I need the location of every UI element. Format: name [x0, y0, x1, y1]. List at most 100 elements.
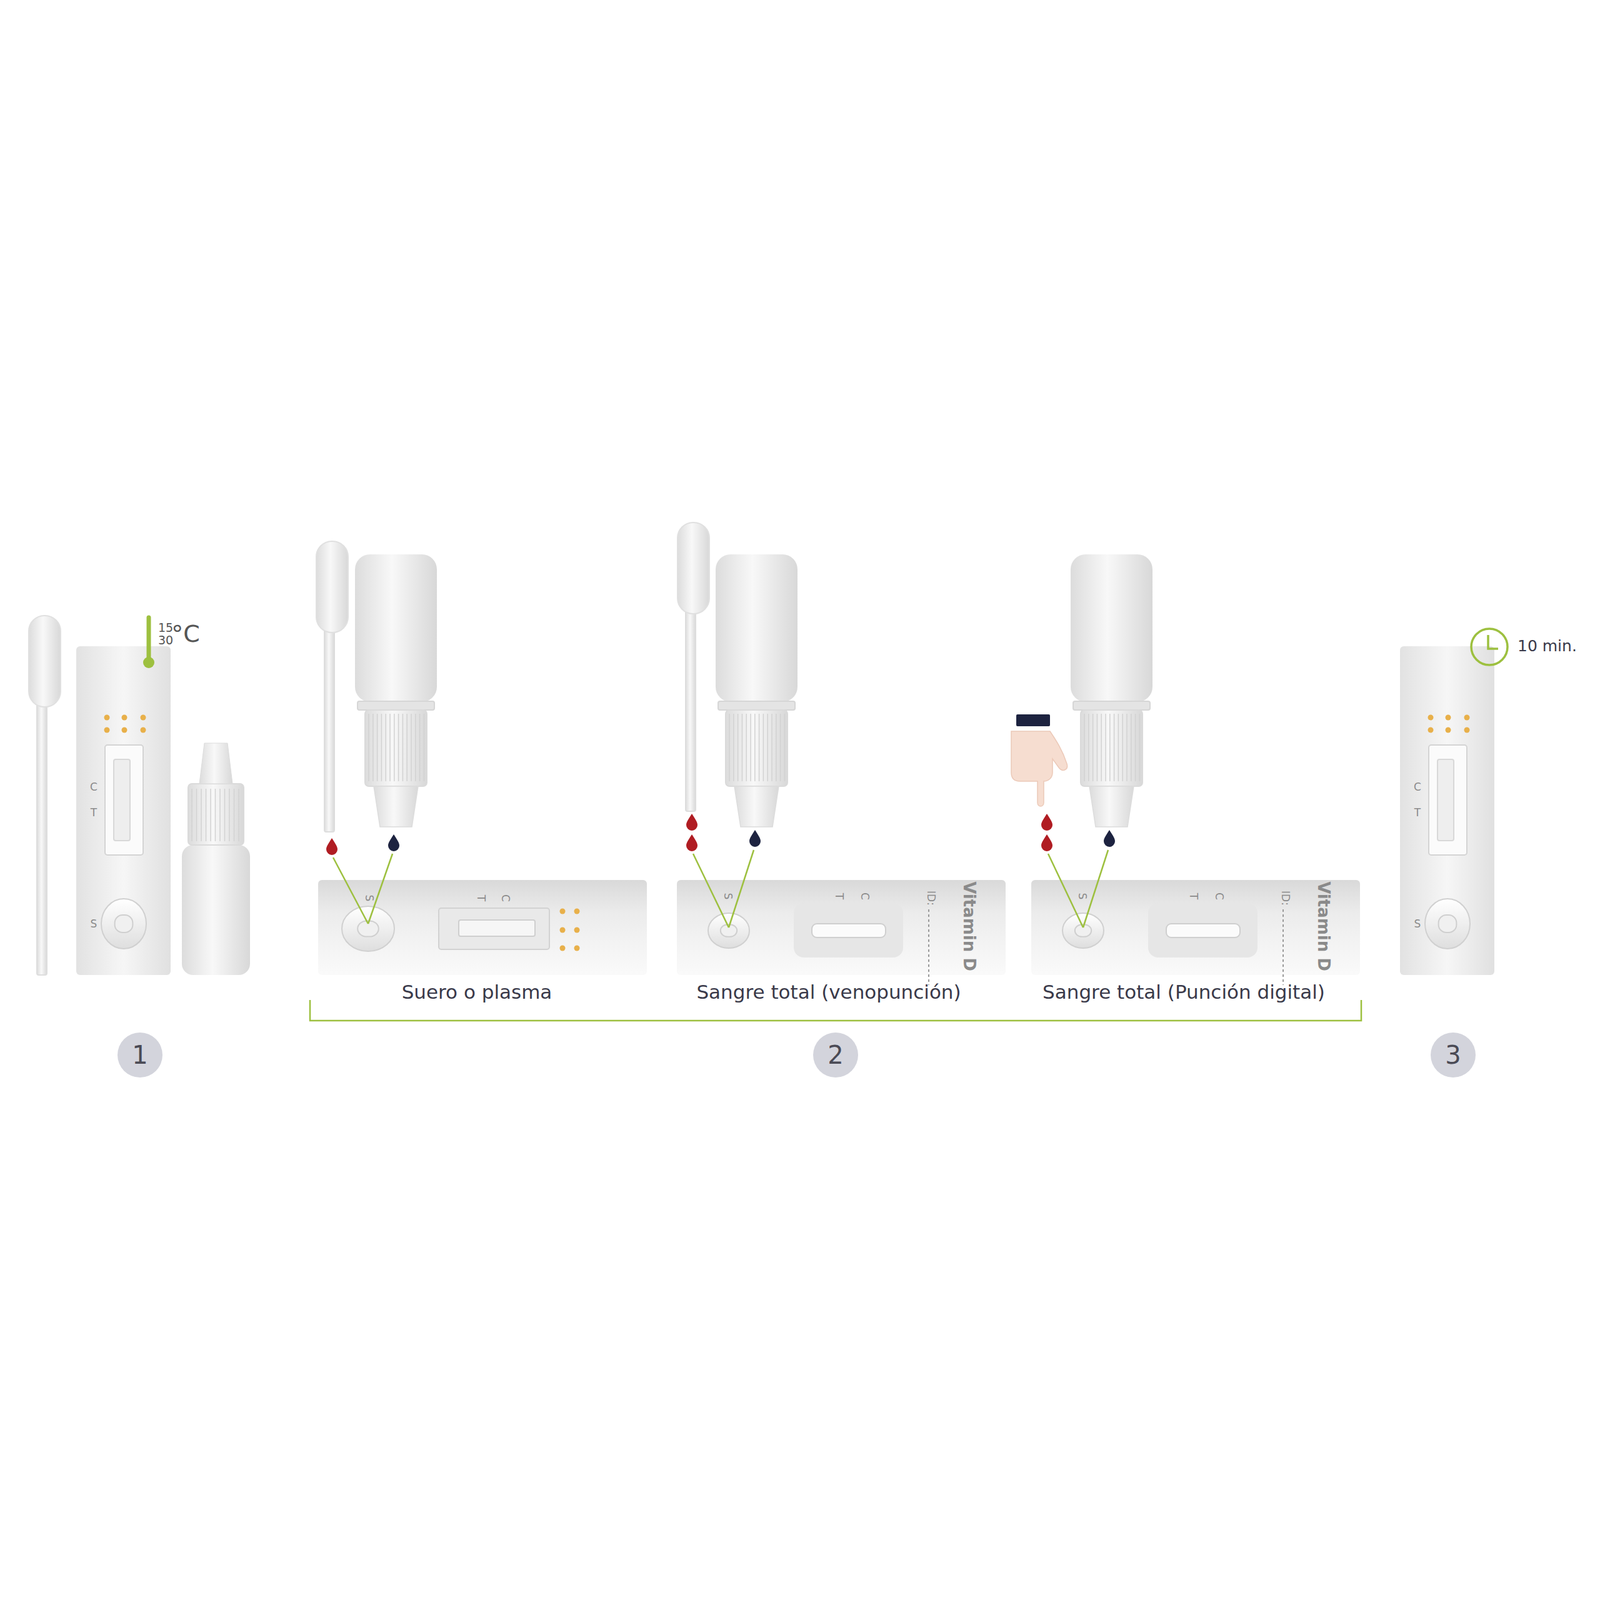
marker-dot: [1428, 715, 1434, 721]
cap-knurl: [238, 788, 240, 842]
leader-line: [368, 853, 393, 924]
sample-type-label: Sangre total (venopunción): [696, 982, 961, 1002]
cap-knurl: [1105, 713, 1107, 782]
result-strip: [811, 923, 886, 938]
dropper-tip: [1089, 786, 1134, 827]
step-number-text: 1: [131, 1042, 148, 1068]
cap-knurl: [733, 713, 735, 782]
test-cassette: CTS: [1400, 646, 1495, 975]
cap-knurl: [228, 788, 230, 842]
cassette-marking: S: [1076, 893, 1088, 900]
sample-well: [1425, 898, 1470, 949]
cap-knurl: [754, 713, 756, 782]
cap-knurl: [1126, 713, 1128, 782]
dropper-tip: [199, 743, 233, 784]
test-cassette: [76, 646, 171, 975]
id-divider: [928, 909, 930, 985]
cap-knurl: [196, 788, 198, 842]
cassette-marking: Vitamin D: [1315, 881, 1332, 972]
cap-knurl: [402, 713, 404, 782]
cap-knurl: [423, 713, 425, 782]
test-cassette: [318, 880, 647, 975]
illustration-group: [28, 522, 1508, 1021]
hand-cuff: [1016, 714, 1050, 727]
cap-knurl: [191, 788, 193, 842]
temperature-unit: °C: [171, 621, 200, 646]
thermometer: [146, 617, 152, 660]
cassette-marking: T: [1414, 807, 1421, 819]
cap-knurl: [419, 713, 421, 782]
result-window: [438, 908, 550, 950]
cap-knurl: [741, 713, 744, 782]
sample-well: [341, 906, 395, 952]
marker-dot: [121, 727, 128, 734]
cassette-marking: ID:: [1280, 890, 1291, 906]
id-divider: [1282, 909, 1284, 985]
cap-knurl: [381, 713, 383, 782]
bottle-cap: [188, 783, 244, 845]
cassette-marking: C: [90, 781, 98, 793]
bottle-collar: [718, 701, 795, 710]
leader-line: [1048, 853, 1084, 928]
clock-icon: [1471, 628, 1508, 665]
result-strip: [113, 759, 130, 841]
marker-dot: [121, 715, 128, 721]
cap-knurl: [389, 713, 391, 782]
cassette-marking: T: [475, 895, 487, 902]
cap-knurl: [385, 713, 387, 782]
test-cassette: [1400, 646, 1495, 975]
cap-knurl: [1118, 713, 1120, 782]
leader-line: [693, 853, 729, 928]
marker-dot: [1428, 727, 1434, 734]
cap-knurl: [784, 713, 786, 782]
pipette-bulb: [677, 522, 710, 614]
step-number: 1: [117, 1032, 163, 1078]
cap-knurl: [410, 713, 412, 782]
cap-knurl: [1100, 713, 1102, 782]
cassette-marking: C: [500, 894, 511, 902]
result-window: [105, 745, 144, 855]
cap-knurl: [368, 713, 370, 782]
cap-knurl: [393, 713, 395, 782]
cassette-marking: ID:: [925, 890, 937, 906]
sample-type-label: Sangre total (Punción digital): [1042, 982, 1325, 1002]
marker-dot: [140, 715, 147, 721]
bottle-cap: [1080, 710, 1143, 787]
marker-dot: [1464, 727, 1470, 734]
cap-knurl: [780, 713, 782, 782]
cap-knurl: [766, 713, 769, 782]
clock-hands: [1488, 635, 1499, 649]
marker-dot: [560, 908, 566, 915]
cap-knurl: [1096, 713, 1099, 782]
time-label: 10 min.: [1517, 638, 1577, 654]
test-cassette: CTS: [76, 646, 171, 975]
cap-knurl: [219, 788, 221, 842]
cap-knurl: [215, 788, 217, 842]
pipette-stem: [685, 597, 696, 812]
cassette-marking: C: [1213, 892, 1225, 900]
dropper-tip: [734, 786, 779, 827]
marker-dot: [104, 715, 110, 721]
buffer-bottle: [181, 845, 250, 975]
marker-dot: [574, 927, 580, 934]
drop: [1041, 813, 1053, 831]
bottle-collar: [357, 701, 435, 710]
test-cassette: [676, 880, 1006, 975]
pipette-bulb: [316, 541, 349, 633]
cap-knurl: [1113, 713, 1115, 782]
cap-knurl: [233, 788, 235, 842]
leader-line: [1083, 850, 1109, 928]
cassette-marking: S: [722, 893, 734, 900]
cap-knurl: [398, 713, 400, 782]
marker-dot: [574, 945, 580, 952]
result-window: [1148, 903, 1258, 958]
cap-knurl: [406, 713, 408, 782]
result-strip: [458, 920, 535, 937]
cap-knurl: [1121, 713, 1124, 782]
temperature-value: 30: [158, 634, 174, 647]
well-hole: [1438, 915, 1457, 933]
cap-knurl: [415, 713, 417, 782]
sample-well: [101, 898, 147, 949]
cap-knurl: [1130, 713, 1132, 782]
